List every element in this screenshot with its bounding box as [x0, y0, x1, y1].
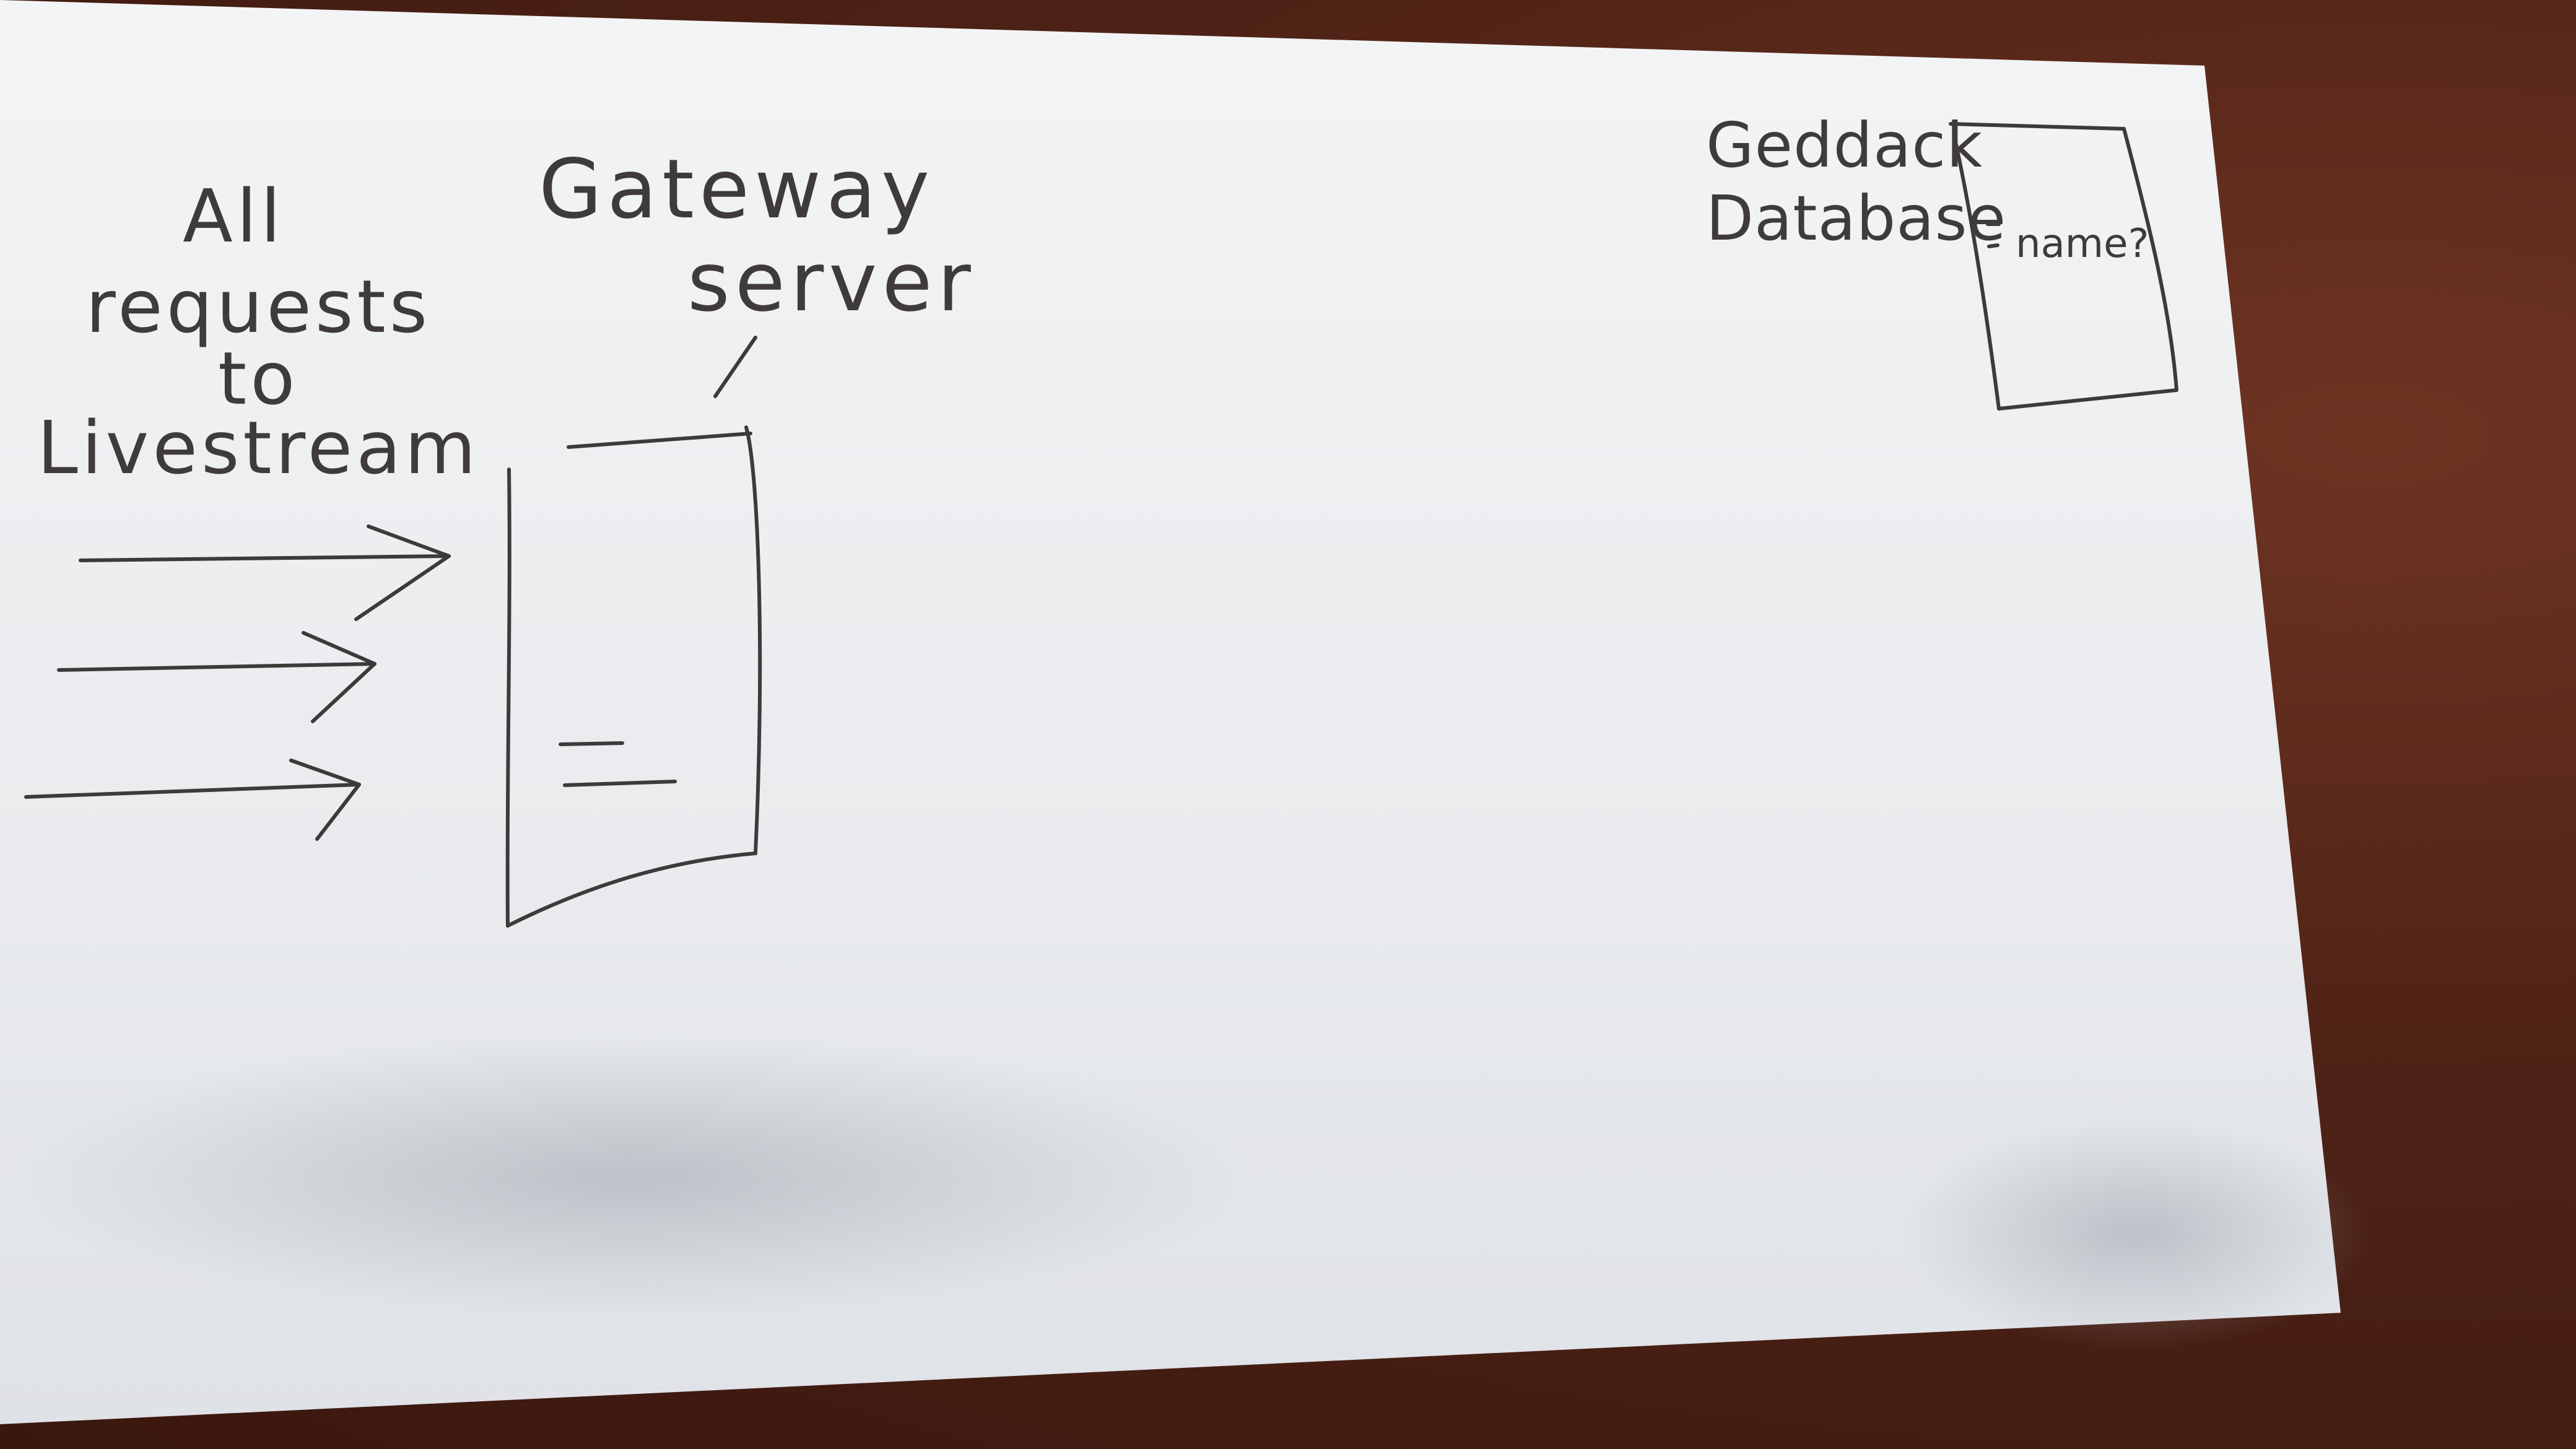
request-arrow [24, 759, 361, 841]
gateway-pointer [713, 336, 757, 398]
request-arrow [79, 524, 451, 621]
input-label-line: Livestream [37, 405, 480, 490]
request-arrow [57, 631, 376, 723]
card-shadow [1901, 1115, 2372, 1350]
database-label: Geddack Database [1706, 115, 2006, 250]
card-shadow [12, 1034, 1251, 1319]
input-label-line: All [183, 173, 285, 259]
input-label-line: to [218, 336, 299, 421]
gateway-label-line: server [687, 235, 976, 330]
input-label-line: requests [85, 264, 432, 349]
database-label-line: Database [1706, 182, 2007, 255]
input-label: All requests to Livestream [37, 180, 479, 484]
database-label-line: Geddack [1706, 109, 1983, 181]
gateway-server-box [505, 425, 762, 928]
gateway-label: Gateway server [539, 149, 976, 323]
database-box [1949, 122, 2178, 411]
database-note: name? [2016, 221, 2149, 267]
gateway-label-line: Gateway [539, 142, 935, 237]
